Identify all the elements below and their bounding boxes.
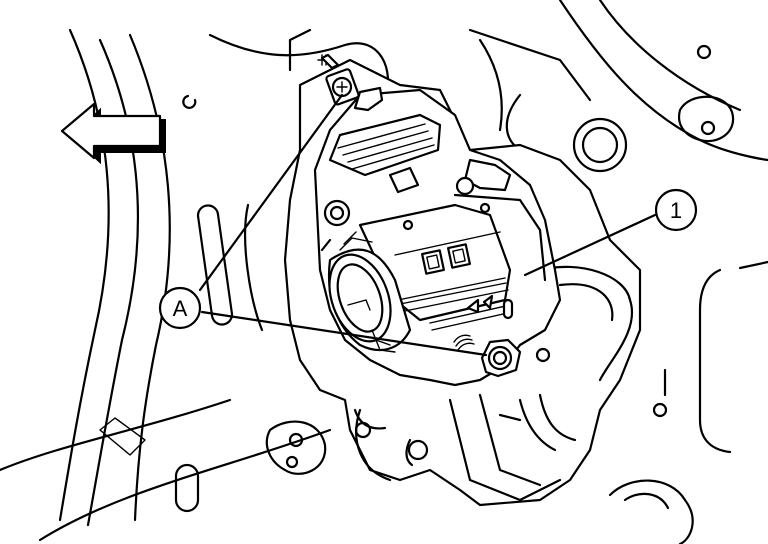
background-holes	[174, 44, 735, 544]
direction-arrow	[60, 102, 166, 165]
bolt-a	[480, 338, 522, 378]
callout-1-label: 1	[670, 198, 682, 223]
callout-a: A	[158, 286, 202, 330]
callout-1: 1	[654, 188, 698, 232]
motor-cylinder	[320, 231, 412, 353]
leader-lines	[198, 93, 657, 357]
callout-a-label: A	[173, 296, 188, 321]
